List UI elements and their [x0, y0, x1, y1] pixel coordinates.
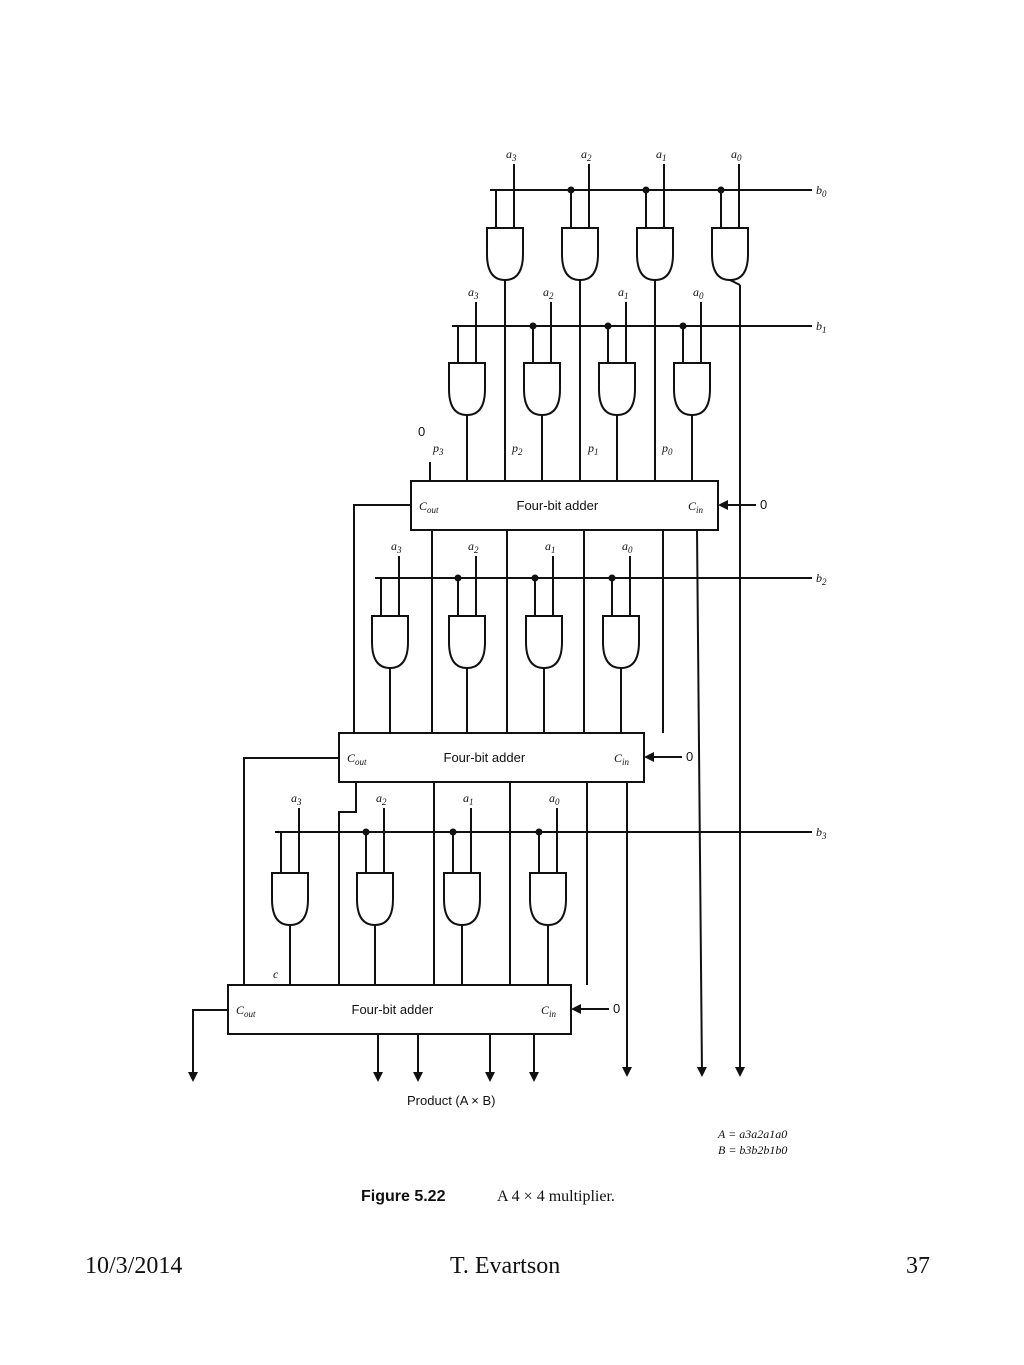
b-label: b3 [816, 825, 827, 841]
carry-out-wire [243, 757, 339, 985]
b-label: b2 [816, 571, 827, 587]
cin-label: Cin [541, 1003, 557, 1019]
cout-label: Cout [236, 1003, 256, 1019]
junction-dot [454, 574, 462, 582]
equation-b: B = b3b2b1b0 [718, 1143, 787, 1157]
and-gate [598, 362, 636, 417]
zero-label: 0 [418, 424, 425, 439]
a-label: a2 [376, 791, 387, 807]
junction-dot [608, 574, 616, 582]
a-label: a3 [291, 791, 302, 807]
and-gate [271, 872, 309, 927]
adder-title: Four-bit adder [444, 750, 526, 765]
a-label: a2 [468, 539, 479, 555]
four-bit-adder [338, 732, 645, 783]
cout-label: Cout [419, 499, 439, 515]
a-label: a2 [581, 147, 592, 163]
four-bit-adder [227, 984, 572, 1035]
b-label: b0 [816, 183, 827, 199]
p-label: p1 [587, 441, 599, 457]
p-label: p0 [661, 441, 673, 457]
junction-dot [679, 322, 687, 330]
zero-label: 0 [613, 1001, 620, 1016]
four-bit-adders [227, 480, 719, 1035]
and-gate [529, 872, 567, 927]
junction-dot [449, 828, 457, 836]
footer-author: T. Evartson [450, 1253, 561, 1279]
adder-title: Four-bit adder [517, 498, 599, 513]
carry-out-wire [338, 782, 357, 985]
and-gate [486, 227, 524, 282]
adder-title: Four-bit adder [352, 1002, 434, 1017]
c-label: c [273, 967, 279, 981]
junction-dot [531, 574, 539, 582]
and-gate [356, 872, 394, 927]
and-gate [525, 615, 563, 670]
a-label: a1 [463, 791, 474, 807]
and-gate [448, 362, 486, 417]
a-label: a0 [693, 285, 704, 301]
a-label: a3 [506, 147, 517, 163]
figure-number: Figure 5.22 [361, 1188, 446, 1205]
footer-date: 10/3/2014 [85, 1253, 183, 1279]
a-label: a1 [618, 285, 629, 301]
p-label: p3 [432, 441, 444, 457]
four-bit-adder [410, 480, 719, 531]
a-label: a3 [468, 285, 479, 301]
wires [188, 164, 812, 1082]
zero-label: 0 [760, 497, 767, 512]
and-gate [561, 227, 599, 282]
cin-label: Cin [688, 499, 704, 515]
cin-label: Cin [614, 751, 630, 767]
product-label: Product (A × B) [407, 1093, 496, 1108]
junction-dot [362, 828, 370, 836]
a-label: a3 [391, 539, 402, 555]
a-label: a0 [622, 539, 633, 555]
and-gate [636, 227, 674, 282]
b-label: b1 [816, 319, 827, 335]
junction-dot [567, 186, 575, 194]
junction-dot [717, 186, 725, 194]
carry-out-wire [188, 1009, 228, 1082]
zero-label: 0 [686, 749, 693, 764]
and-gate [523, 362, 561, 417]
a-label: a2 [543, 285, 554, 301]
cout-label: Cout [347, 751, 367, 767]
product-bit-wire [696, 529, 707, 1077]
a-label: a1 [656, 147, 667, 163]
and-gate [602, 615, 640, 670]
and-gate [371, 615, 409, 670]
junction-dot [535, 828, 543, 836]
carry-out-wire [353, 504, 411, 733]
a-label: a0 [731, 147, 742, 163]
junction-dot [529, 322, 537, 330]
a-label: a0 [549, 791, 560, 807]
and-gate [673, 362, 711, 417]
p-label: p2 [511, 441, 523, 457]
and-gate [711, 227, 749, 282]
equation-a: A = a3a2a1a0 [717, 1127, 787, 1141]
junction-dot [642, 186, 650, 194]
labels: a3 a2 a1 a0 b0 a3 a2 a1 a0 b1 a3 a2 a1 a0 b2 a3 a2 a1 a0 b3… [236, 147, 827, 1157]
and-gates [271, 227, 749, 927]
footer-page-number: 37 [906, 1253, 930, 1279]
junction-dot [604, 322, 612, 330]
a-label: a1 [545, 539, 556, 555]
and-gate [443, 872, 481, 927]
figure-title: A 4 × 4 multiplier. [497, 1188, 615, 1205]
and-gate [448, 615, 486, 670]
